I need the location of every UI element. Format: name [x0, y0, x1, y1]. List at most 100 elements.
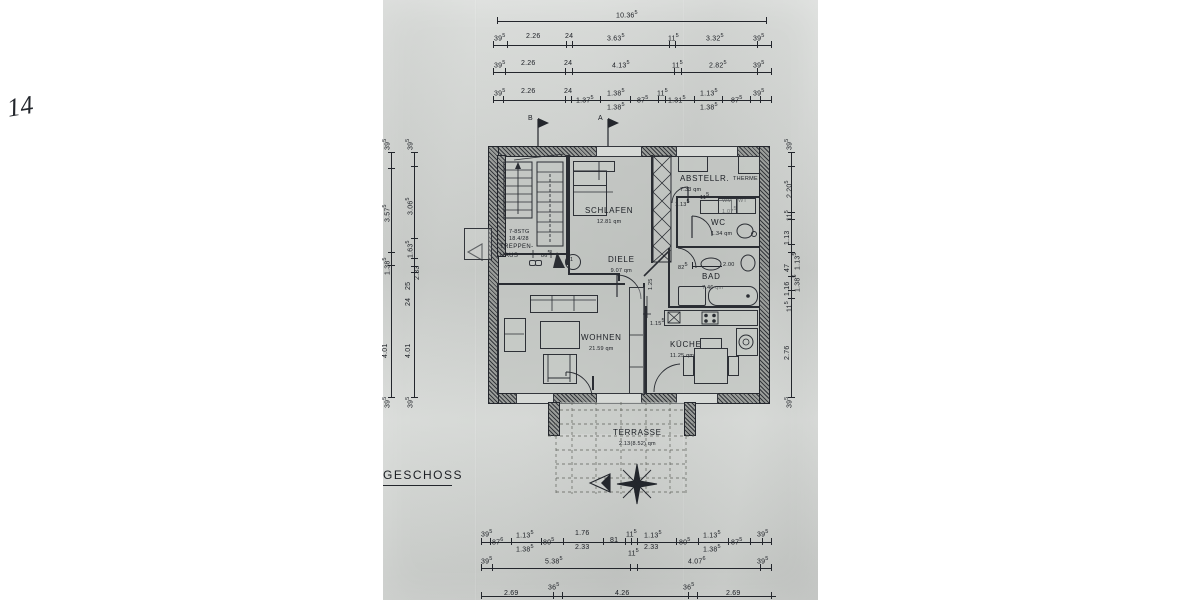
dim-b2-2: 115	[628, 548, 639, 558]
room-label-abstellraum: ABSTELLR.7.33 qm	[680, 174, 730, 193]
toilet-fixture-icon	[736, 223, 757, 239]
dim-l2-7: 395	[405, 396, 415, 408]
furniture-coffee-table	[540, 321, 580, 349]
dim-b2-0: 395	[481, 556, 493, 566]
exterior-wall-east	[759, 146, 770, 404]
furniture-chair	[728, 356, 739, 376]
window-south-3	[676, 393, 718, 404]
furniture-washer	[700, 200, 732, 214]
dim-b1-15: 395	[757, 529, 769, 539]
dim-t2-5: 2.825	[709, 60, 727, 70]
terrace-wall-west	[548, 402, 560, 436]
stair-rise-label: 18.4/28	[509, 236, 529, 242]
door-mark-label: 1	[570, 257, 574, 263]
dim-b3-2: 4.26	[615, 590, 630, 597]
dim-t3-9: 1.135	[700, 88, 718, 98]
wall-stairwell-east	[566, 155, 568, 265]
wall-storage-south	[676, 196, 760, 198]
sofa-cushion-lines	[530, 295, 596, 311]
appliance-wt-box	[736, 198, 756, 214]
kitchen-sink-unit	[736, 328, 758, 356]
north-arrow-icon	[588, 473, 611, 493]
room-label-treppenhaus-1: TREPPEN-	[500, 244, 534, 250]
dim-t2-2: 24	[564, 60, 573, 67]
dim-tick	[497, 17, 498, 24]
bathtub-drain-icon	[746, 294, 750, 298]
dim-b1-5: 1.76	[575, 530, 590, 537]
dim-r-5: 47	[784, 263, 791, 272]
furniture-dining-table	[694, 348, 728, 384]
door-swing-storage-icon	[671, 186, 689, 204]
partition-lines	[629, 334, 643, 368]
window-north-2	[676, 146, 738, 157]
dim-b3-0: 2.69	[504, 590, 519, 597]
dim-t2-3: 4.135	[612, 60, 630, 70]
dim-line-overall	[497, 21, 767, 22]
dim-b1-6: 2.33	[575, 544, 590, 551]
compass-rose-icon	[616, 463, 658, 505]
dim-l1-1: 3.575	[382, 204, 392, 222]
dim-t1-4: 115	[668, 33, 679, 43]
appliance-area-label: 1.075	[722, 206, 737, 215]
section-marker-a	[607, 118, 619, 147]
dim-r-9: 2.76	[784, 345, 791, 360]
furniture-shelf	[678, 156, 708, 172]
dim-l2-1: 3.065	[405, 197, 415, 215]
dim-l1-0: 395	[382, 138, 392, 150]
furniture-chair	[700, 338, 722, 349]
dim-b1-12: 1.135	[703, 530, 721, 540]
dim-chain-line-left-inner	[414, 152, 415, 397]
dim-t1-2: 24	[565, 33, 574, 40]
dim-inner-2-00: 2.00	[723, 262, 735, 268]
toilet-fixture-bath-icon	[740, 254, 756, 272]
dim-l2-5: 25	[405, 281, 412, 290]
bathtub-fixture	[708, 286, 758, 306]
dim-r-0: 395	[784, 138, 794, 150]
dim-b1-14: 875	[731, 537, 743, 547]
dim-b1-13: 1.385	[703, 544, 721, 554]
dim-b1-8: 115	[626, 529, 637, 539]
dim-t1-1: 2.26	[526, 33, 541, 40]
dim-overall-top: 10.365	[616, 10, 638, 20]
dim-t3-3: 1.375	[576, 95, 594, 105]
sideboard-divider-line	[504, 333, 524, 335]
dim-chain-line-bottom3	[481, 596, 776, 597]
dim-b1-10: 2.33	[644, 544, 659, 551]
sink-bowl-icon	[738, 334, 754, 350]
dim-inner-1-13: 1.135	[675, 199, 690, 208]
kitchen-appliance-icons	[667, 311, 719, 325]
dim-l2-6: 4.01	[405, 343, 412, 358]
door-swing-bedroom-icon	[616, 274, 642, 300]
dim-b1-4: 805	[543, 537, 555, 547]
stair-steps-label: 7-8STG	[509, 229, 530, 235]
dim-b2-3: 4.076	[688, 556, 706, 566]
dim-b3-4: 2.69	[726, 590, 741, 597]
dim-l1-2: 1.385	[382, 257, 392, 275]
dim-t2-1: 2.26	[521, 60, 536, 67]
dim-t1-5: 3.325	[706, 33, 724, 43]
wall-bath-west	[668, 248, 670, 308]
dim-t2-6: 395	[753, 60, 765, 70]
stairwell-wall	[497, 155, 506, 257]
dim-t3-1: 2.26	[521, 88, 536, 95]
dim-chain-line	[493, 72, 771, 73]
door-leaf-living	[592, 376, 594, 390]
dim-b3-1: 365	[548, 582, 560, 592]
dim-r-4: 1.135	[792, 252, 802, 270]
wall-living-west	[497, 283, 499, 395]
entry-arrow-icon	[553, 252, 565, 268]
dim-r-1: 2.205	[784, 180, 794, 198]
shaft-hatch-symbol	[652, 155, 672, 263]
dim-b3-3: 365	[683, 582, 695, 592]
dim-b1-11: 805	[679, 537, 691, 547]
dim-tick-inner	[643, 296, 651, 318]
dim-l2-3: 2.33	[414, 265, 421, 280]
section-marker-b	[537, 118, 549, 147]
dim-t3-8: 1.315	[668, 95, 686, 105]
wall-bath-south	[668, 306, 760, 308]
dim-chain-line	[493, 45, 771, 46]
dim-chain-line-bottom2	[481, 568, 771, 569]
